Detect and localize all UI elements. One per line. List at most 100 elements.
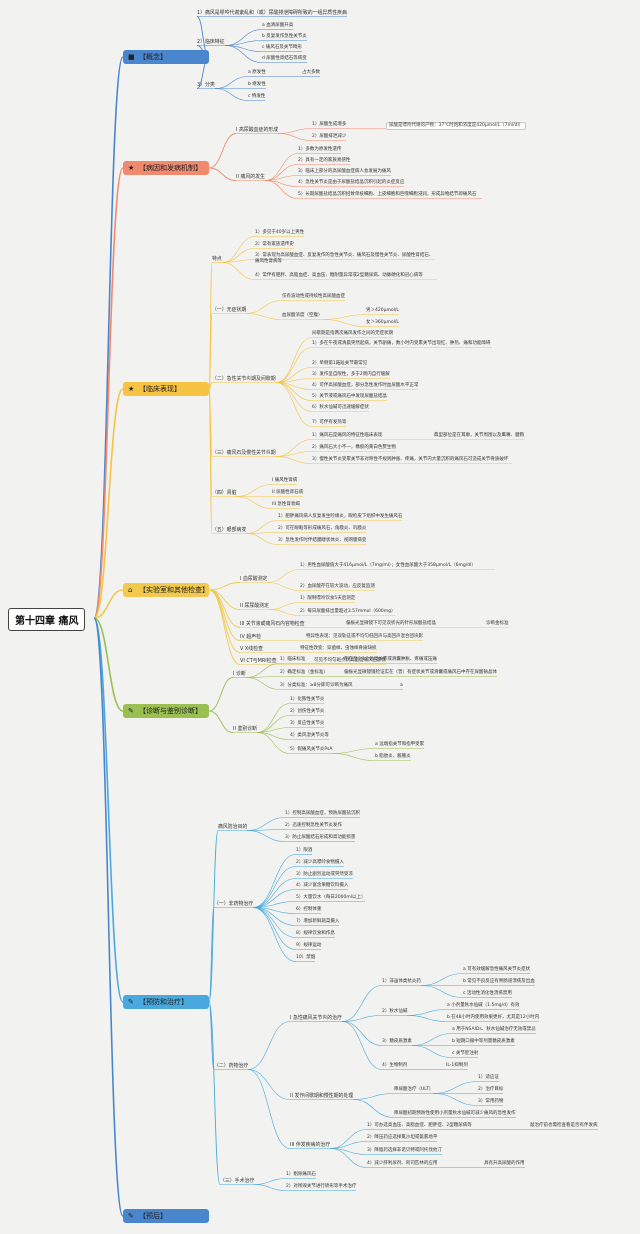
node-t4b[interactable]: 2）对残毁关节进行矫形等手术治疗 [286, 1183, 357, 1189]
node-t3C1[interactable]: 1）可办选高血压、高脂血症、肥胖症、2型糖尿病等 [367, 1122, 472, 1128]
node-t3A1c[interactable]: c 活动性消化性溃疡禁用 [463, 990, 512, 996]
node-t3A3c[interactable]: c 关节腔注射 [452, 1050, 479, 1056]
node-t3C4[interactable]: 4）减少肝利尿剂、阿司匹林的应用 [367, 1160, 438, 1166]
node-c2[interactable]: 2）临床特征 [197, 38, 225, 45]
node-t3B1c[interactable]: 3）常用药物 [478, 1098, 504, 1104]
node-c3a[interactable]: a 原发性 [248, 69, 266, 75]
node-c2c[interactable]: c 痛风石及关节畸形 [262, 44, 302, 50]
node-d2e2[interactable]: b 脂肪炎、骶髂炎 [375, 753, 411, 759]
node-t1b[interactable]: 2）迅速控制急性关节炎发作 [285, 822, 342, 828]
node-k3c[interactable]: 3）发作呈自限性，多于2周内自行缓解 [312, 371, 390, 377]
node-t3C2[interactable]: 2）降压药应选择氯沙坦或氨氯地平 [367, 1134, 438, 1140]
node-p2b[interactable]: 2）具有一定的家族易感性 [298, 157, 351, 163]
node-k2a[interactable]: 仅有波动性或持续性高尿酸血症 [282, 293, 345, 299]
node-t3B1a[interactable]: 1）适应证 [478, 1074, 499, 1080]
node-e3a[interactable]: 偏振光显微镜下可见双折光的针形尿酸盐结晶 [346, 620, 436, 626]
node-c1[interactable]: 1）痛风是嘌呤代谢紊乱和（或）尿酸排泄障碍所致的一组异质性疾病 [197, 9, 347, 16]
node-c2b[interactable]: b 反复发作急性关节炎 [262, 33, 307, 39]
category-node-2[interactable]: ★【临床表现】 [123, 382, 209, 396]
node-k2b2[interactable]: 女＞360μmol/L [366, 319, 399, 325]
node-k4b[interactable]: 2）痛风石大小不一，橡胶的黄白色赘生物 [312, 444, 396, 450]
node-d1c1[interactable]: a [400, 682, 403, 688]
node-p2c[interactable]: 3）临床上部分的高尿酸血症病人会发展为痛风 [298, 168, 391, 174]
node-t3A4a[interactable]: IL-1抑制剂 [446, 1062, 468, 1068]
node-d2e[interactable]: 5）假痛风关节炎PsA [290, 746, 333, 752]
node-t2g[interactable]: 7）增加新鲜蔬菜摄入 [296, 918, 340, 924]
category-node-5[interactable]: ✎【预防和治疗】 [123, 995, 209, 1009]
node-p1a1[interactable]: 尿酸是嘌呤代谢的产物：37℃时饱和浓度是420μmol/L（7ml/dl） [386, 121, 527, 131]
node-e3[interactable]: III 关节液或痛风石内容物检查 [240, 620, 305, 627]
node-t1a[interactable]: 1）控制高尿酸血症，预防尿酸盐沉积 [285, 810, 360, 816]
node-t3C4a[interactable]: 具有升高尿酸的作用 [484, 1160, 525, 1166]
node-k6[interactable]: （五）眼部病变 [212, 526, 247, 533]
node-k1d[interactable]: 4）常伴有肥胖、高脂血症、高血压、糖耐量异常或2型糖尿病、动脉硬化和冠心病等 [255, 272, 423, 278]
node-d2e1[interactable]: a 远端指关节和指甲受累 [375, 741, 425, 747]
node-t1c[interactable]: 3）防止尿酸结石形成和肾功能损害 [285, 834, 356, 840]
node-t3A2[interactable]: 2）秋水仙碱 [382, 1008, 408, 1014]
category-node-4[interactable]: ✎【诊断与鉴别诊断】 [123, 704, 209, 718]
node-p2[interactable]: II 痛风的发生 [236, 173, 265, 180]
node-e3b[interactable]: 诊断金标准 [486, 620, 509, 626]
node-k4c[interactable]: 3）慢性关节炎受累关节非对称性不规则肿胀、疼痛，关节内大量沉积的痛风石可造成关节… [312, 456, 509, 462]
node-k1c[interactable]: 3）常表现为高尿酸血症、反复发作的急性关节炎、痛风石及慢性关节炎、尿酸性肾结石、… [255, 252, 434, 265]
node-k3d[interactable]: 4）可伴高尿酸血症，部分急性发作时血尿酸水平正常 [312, 382, 419, 388]
node-t3B1b[interactable]: 2）治疗目标 [478, 1086, 504, 1092]
node-e2a[interactable]: 1）限制嘌呤饮食5天后测定 [300, 595, 356, 601]
node-t3B2[interactable]: 降尿酸初期预防性使用小剂量秋水仙碱可减少痛风的急性发作 [394, 1110, 516, 1116]
node-e6a[interactable]: 可见不均匀斑点状高密度痛风石影像 [314, 657, 386, 663]
node-d1c[interactable]: 3）分类标准：≥8分即可诊断为痛风 [280, 682, 353, 688]
node-k5c[interactable]: III 急性肾衰竭 [272, 501, 300, 507]
node-k4a[interactable]: 1）痛风石是痛风的特征性临床表现 [312, 432, 383, 438]
node-p2d[interactable]: 4）急性关节炎是由于尿酸盐结晶沉积引起的炎症反应 [298, 179, 405, 185]
node-t4a[interactable]: 1）剔除痛风石 [286, 1171, 316, 1177]
node-e4a[interactable]: 特异性表现：见双轨征或不均匀低回声与高回声混合团块影 [306, 633, 423, 639]
node-k4a1[interactable]: 典型部位是在耳廓，关节周围以及鹰嘴、腱鞘 [434, 432, 524, 438]
node-c3a1[interactable]: 占大多数 [302, 69, 320, 75]
node-t3A3a[interactable]: a 用于NSAIDs、秋水仙碱治疗无效或禁忌 [452, 1026, 536, 1032]
node-c2a[interactable]: a 血清尿酸升高 [262, 22, 294, 28]
node-k3h[interactable]: 间歇期是指两次痛风发作之间的无症状期 [312, 330, 393, 336]
node-t2[interactable]: （一）非药物治疗 [214, 900, 254, 907]
category-node-0[interactable]: ■【概念】 [123, 50, 209, 64]
node-k4[interactable]: （三）痛风石及慢性关节炎期 [212, 449, 276, 456]
node-t3[interactable]: （二）药物治疗 [214, 1062, 249, 1069]
node-t2i[interactable]: 9）规律运动 [296, 942, 322, 948]
node-t2f[interactable]: 6）控制体重 [296, 906, 322, 912]
node-t3B[interactable]: II 发作间歇期和慢性期的处理 [290, 1092, 354, 1099]
node-t2e[interactable]: 5）大量饮水（每日2000ml以上） [296, 894, 366, 900]
category-node-3[interactable]: ⌂【实验室和其他检查】 [123, 583, 209, 597]
node-k3b[interactable]: 2）单侧第1跖趾关节最常见 [312, 360, 368, 366]
node-t3A1[interactable]: 1）非甾体类抗炎药 [382, 978, 421, 984]
mindmap-root-title[interactable]: 第十四章 痛风 [8, 608, 86, 631]
node-t3A2b[interactable]: b 在48小时内使用效果更好，尤其是12小时内 [447, 1014, 540, 1020]
node-e5[interactable]: V X线检查 [240, 645, 263, 652]
node-e5a[interactable]: 特征性改变：穿凿样、虫蚀样骨质缺损 [300, 645, 377, 651]
node-k3g[interactable]: 7）可伴有发热等 [312, 419, 347, 425]
node-t3C1a[interactable]: 敲治疗前也需检查看是否有伴发病 [530, 1122, 598, 1128]
node-e1a[interactable]: 1）男性血尿酸值大于416μmol/L（7mg/ml）；女性血尿酸大于358μm… [300, 562, 476, 568]
node-k6b[interactable]: 2）可在眼眶等形成痛风石，角膜炎、巩膜炎 [278, 525, 367, 531]
node-c2d[interactable]: d 尿酸性肾结石等病变 [262, 55, 307, 61]
node-k3a[interactable]: 1）多在午夜或清晨突然起病，关节剧痛，数小时内受累关节出现红、肿热、痛和功能障碍 [312, 340, 491, 346]
node-c3[interactable]: 3）分类 [197, 81, 215, 88]
node-e2b[interactable]: 2）每日尿酸排出量超过3.57mmol（600mg） [300, 608, 396, 614]
node-t3B1[interactable]: 降尿酸治疗（ULT） [394, 1086, 434, 1092]
node-t2a[interactable]: 1）限酒 [296, 847, 313, 853]
node-k3e[interactable]: 5）关节液或痛风石中发现尿酸盐结晶 [312, 393, 387, 399]
node-p1b[interactable]: 2）尿酸排泄减少 [312, 133, 347, 139]
node-d2a[interactable]: 1）化脓性关节炎 [290, 696, 325, 702]
node-d1a[interactable]: 1）临床标准 [280, 656, 306, 662]
category-node-6[interactable]: ✎【预后】 [123, 1209, 209, 1223]
node-t3A2a[interactable]: a 小剂量秋水仙碱（1.5mg/d）有效 [447, 1002, 520, 1008]
node-k2[interactable]: （一）无症状期 [212, 306, 247, 313]
category-node-1[interactable]: ★【病因和发病机制】 [123, 161, 209, 175]
node-p1a[interactable]: 1）尿酸生成增多 [312, 121, 347, 127]
node-p1[interactable]: I 高尿酸血症的形成 [236, 126, 279, 133]
node-t1[interactable]: 痛风防治目的 [218, 823, 248, 830]
node-e6[interactable]: VI CT与MRI检查 [240, 657, 277, 664]
node-e1[interactable]: I 血尿酸测定 [240, 575, 268, 582]
node-k6a[interactable]: 1）肥胖痛风病人反复发生睑缘炎，眼睑皮下组织中发生痛风石 [278, 513, 403, 519]
node-p2a[interactable]: 1）多数为原发性遗传 [298, 146, 342, 152]
node-k6c[interactable]: 3）急性发作时伴结膜睫状体炎、视网膜病变 [278, 537, 367, 543]
node-k5b[interactable]: II 尿酸性肾石病 [272, 489, 304, 495]
